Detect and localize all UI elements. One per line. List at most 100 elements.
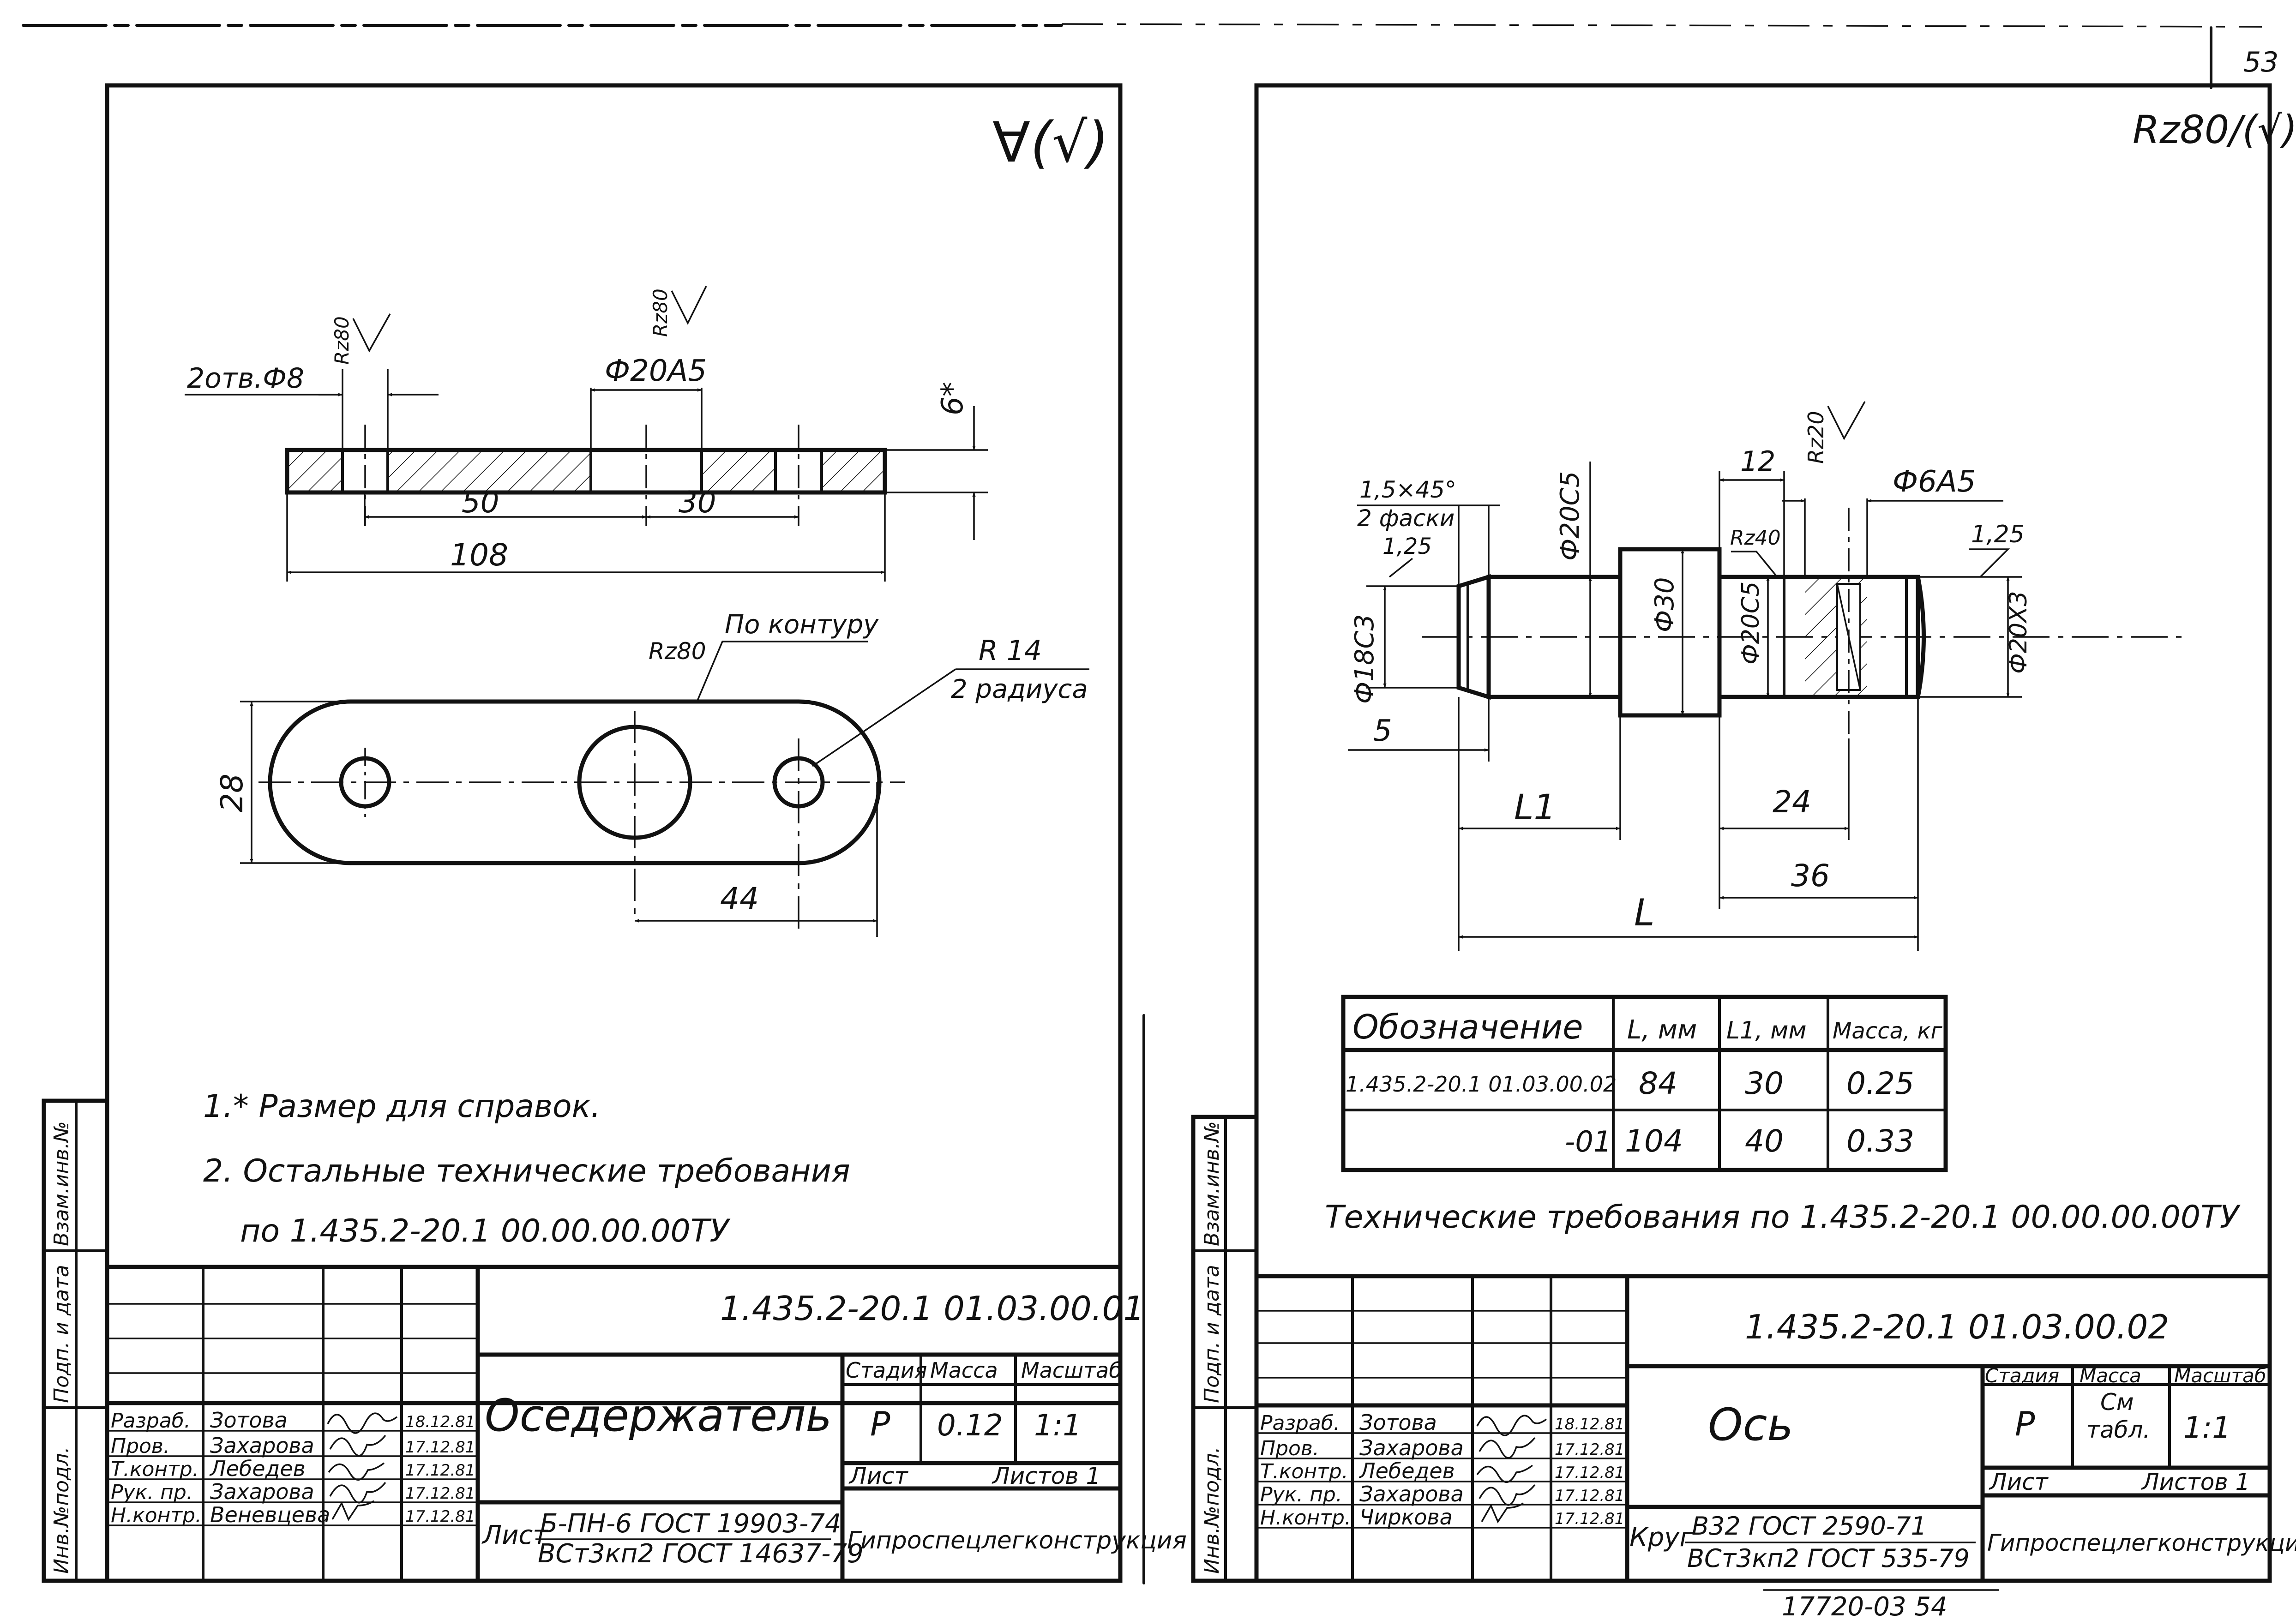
left-role-1: Разраб. [111, 1409, 191, 1433]
left-plan-dims: Rz80 По контуру R 14 2 радиуса 28 44 [214, 610, 1089, 937]
left-mass: 0.12 [937, 1409, 1003, 1443]
left-notes: 1.* Размер для справок. 2. Остальные тех… [203, 1088, 850, 1249]
right-role-4: Рук. пр. [1260, 1483, 1342, 1506]
right-designation: 1.435.2-20.1 01.03.00.02 [1745, 1308, 2169, 1346]
left-mass-label: Масса [930, 1358, 998, 1383]
top-edge-lines: 53 [22, 23, 2278, 89]
dim-rz20: Rz20 [1803, 411, 1828, 464]
dim-d30: Ф30 [1650, 577, 1680, 632]
rz-b: Rz80 [649, 288, 672, 337]
rz-a: Rz80 [331, 316, 353, 365]
bottom-number: 17720-03 54 [1782, 1592, 1947, 1620]
right-signature-2 [1479, 1437, 1536, 1459]
right-date-3: 17.12.81 [1555, 1464, 1624, 1482]
right-date-2: 17.12.81 [1555, 1440, 1624, 1459]
left-side-strip: Инв.№подл. Подп. и дата Взам.инв.№ [42, 1098, 109, 1583]
note-1: 1.* Размер для справок. [203, 1088, 601, 1125]
right-signature-1 [1476, 1415, 1547, 1436]
left-title-block: 1.435.2-20.1 01.03.00.01 Оседержатель Ст… [105, 1265, 1187, 1583]
table-row2-L: 104 [1625, 1123, 1683, 1159]
right-note: Технические требования по 1.435.2-20.1 0… [1325, 1199, 2241, 1236]
left-date-2: 17.12.81 [405, 1438, 475, 1457]
right-stage-label: Стадия [1985, 1364, 2059, 1387]
page-number: 53 [2243, 46, 2278, 78]
dim-5: 5 [1373, 714, 1392, 748]
right-role-5: Н.контр. [1260, 1506, 1351, 1530]
dim-d20c5: Ф20С5 [1555, 471, 1585, 561]
dim-12: 12 [1740, 445, 1775, 478]
dim-radius-count: 2 радиуса [951, 674, 1088, 704]
left-signature-1 [327, 1412, 398, 1434]
right-shaft-dims: 1,5×45° 2 фаски 1,25 Ф18С3 Ф20С5 Ф30 Rz4… [1348, 401, 2032, 951]
table-header-L: L, мм [1627, 1015, 1697, 1045]
note-2: 2. Остальные технические требования [203, 1153, 850, 1189]
right-side-strip: Инв.№подл. Подп. и дата Взам.инв.№ [1191, 1115, 1259, 1583]
left-role-5: Н.контр. [111, 1504, 202, 1527]
right-role-3: Т.контр. [1260, 1460, 1348, 1483]
left-part-name: Оседержатель [485, 1390, 832, 1441]
dim-bore: Ф20A5 [605, 354, 707, 388]
right-date-1: 18.12.81 [1555, 1415, 1624, 1434]
left-name-5: Веневцева [210, 1502, 330, 1527]
left-plan-view [258, 699, 905, 932]
table-row2-mass: 0.33 [1846, 1123, 1914, 1159]
right-mass-line1: См [2100, 1389, 2134, 1416]
table-header-designation: Обозначение [1352, 1008, 1583, 1046]
right-material-prefix: Круг [1629, 1523, 1693, 1553]
right-role-2: Пров. [1260, 1437, 1319, 1460]
right-signature-4 [1479, 1484, 1536, 1506]
table-row1-designation: 1.435.2-20.1 01.03.00.02 [1346, 1072, 1617, 1097]
left-material-line2: ВСт3кп2 ГОСТ 14637-79 [538, 1539, 864, 1569]
left-scale: 1:1 [1034, 1409, 1082, 1443]
left-sheet-label: Лист [848, 1463, 909, 1489]
right-frame [1254, 83, 2272, 1583]
dim-L1: L1 [1514, 786, 1556, 828]
table-row1-L: 84 [1639, 1066, 1677, 1101]
right-sheet-label: Лист [1989, 1469, 2049, 1495]
dim-d6a5: Ф6А5 [1893, 465, 1976, 499]
left-stage-label: Стадия [846, 1358, 927, 1383]
left-role-4: Рук. пр. [111, 1481, 193, 1504]
right-name-4: Захарова [1359, 1482, 1464, 1506]
right-name-5: Чиркова [1359, 1505, 1453, 1530]
dim-30: 30 [679, 486, 716, 520]
note-3: по 1.435.2-20.1 00.00.00.00ТУ [240, 1213, 731, 1249]
table-row2-designation: -01 [1565, 1125, 1611, 1158]
left-side-label-repl: Взам.инв.№ [50, 1121, 73, 1246]
left-name-4: Захарова [210, 1479, 314, 1504]
right-roughness-general: Rz80/(√) [2133, 107, 2296, 152]
right-scale-label: Масштаб [2174, 1364, 2266, 1387]
left-name-1: Зотова [210, 1408, 288, 1433]
dim-rz40: Rz40 [1730, 526, 1781, 550]
dim-chamfer: 1,5×45° [1359, 476, 1456, 503]
right-name-1: Зотова [1359, 1410, 1437, 1435]
right-dimension-table: Обозначение L, мм L1, мм Масса, кг 1.435… [1341, 995, 1948, 1172]
table-row1-mass: 0.25 [1846, 1066, 1914, 1101]
left-section-dims: 2отв.Ф8 Rz80 Rz80 Ф20A5 6* 50 30 108 [185, 286, 988, 582]
left-role-2: Пров. [111, 1434, 170, 1458]
left-date-4: 17.12.81 [405, 1484, 475, 1503]
left-sheet: ∀(√) 2отв.Ф8 Rz80 [42, 83, 1187, 1583]
dim-d20x3: Ф20Х3 [2005, 591, 2032, 674]
right-signature-5 [1481, 1502, 1524, 1524]
left-designation: 1.435.2-20.1 01.03.00.01 [720, 1289, 1144, 1328]
left-name-3: Лебедев [209, 1456, 306, 1481]
right-date-4: 17.12.81 [1555, 1487, 1624, 1505]
dim-d20c5b: Ф20С5 [1737, 582, 1765, 665]
left-signature-4 [329, 1482, 386, 1504]
right-stage: Р [2015, 1404, 2035, 1443]
dim-50: 50 [462, 486, 499, 520]
left-role-3: Т.контр. [111, 1458, 199, 1481]
right-sheet: Rz80/(√) 1,5×45° 2 фаски 1,25 [1191, 83, 2296, 1620]
left-side-label-sign: Подп. и дата [50, 1265, 73, 1403]
right-side-label-repl: Взам.инв.№ [1200, 1121, 1224, 1246]
right-mass-label: Масса [2080, 1364, 2141, 1387]
dim-28: 28 [214, 774, 250, 812]
right-shaft-view [1422, 508, 2188, 738]
rz-contour: Rz80 [649, 638, 706, 665]
right-sheets-label: Листов 1 [2141, 1469, 2250, 1495]
left-signature-5 [331, 1500, 374, 1521]
dim-r125-right: 1,25 [1971, 521, 2025, 548]
table-row1-L1: 30 [1745, 1066, 1784, 1101]
right-part-name: Ось [1708, 1399, 1793, 1451]
